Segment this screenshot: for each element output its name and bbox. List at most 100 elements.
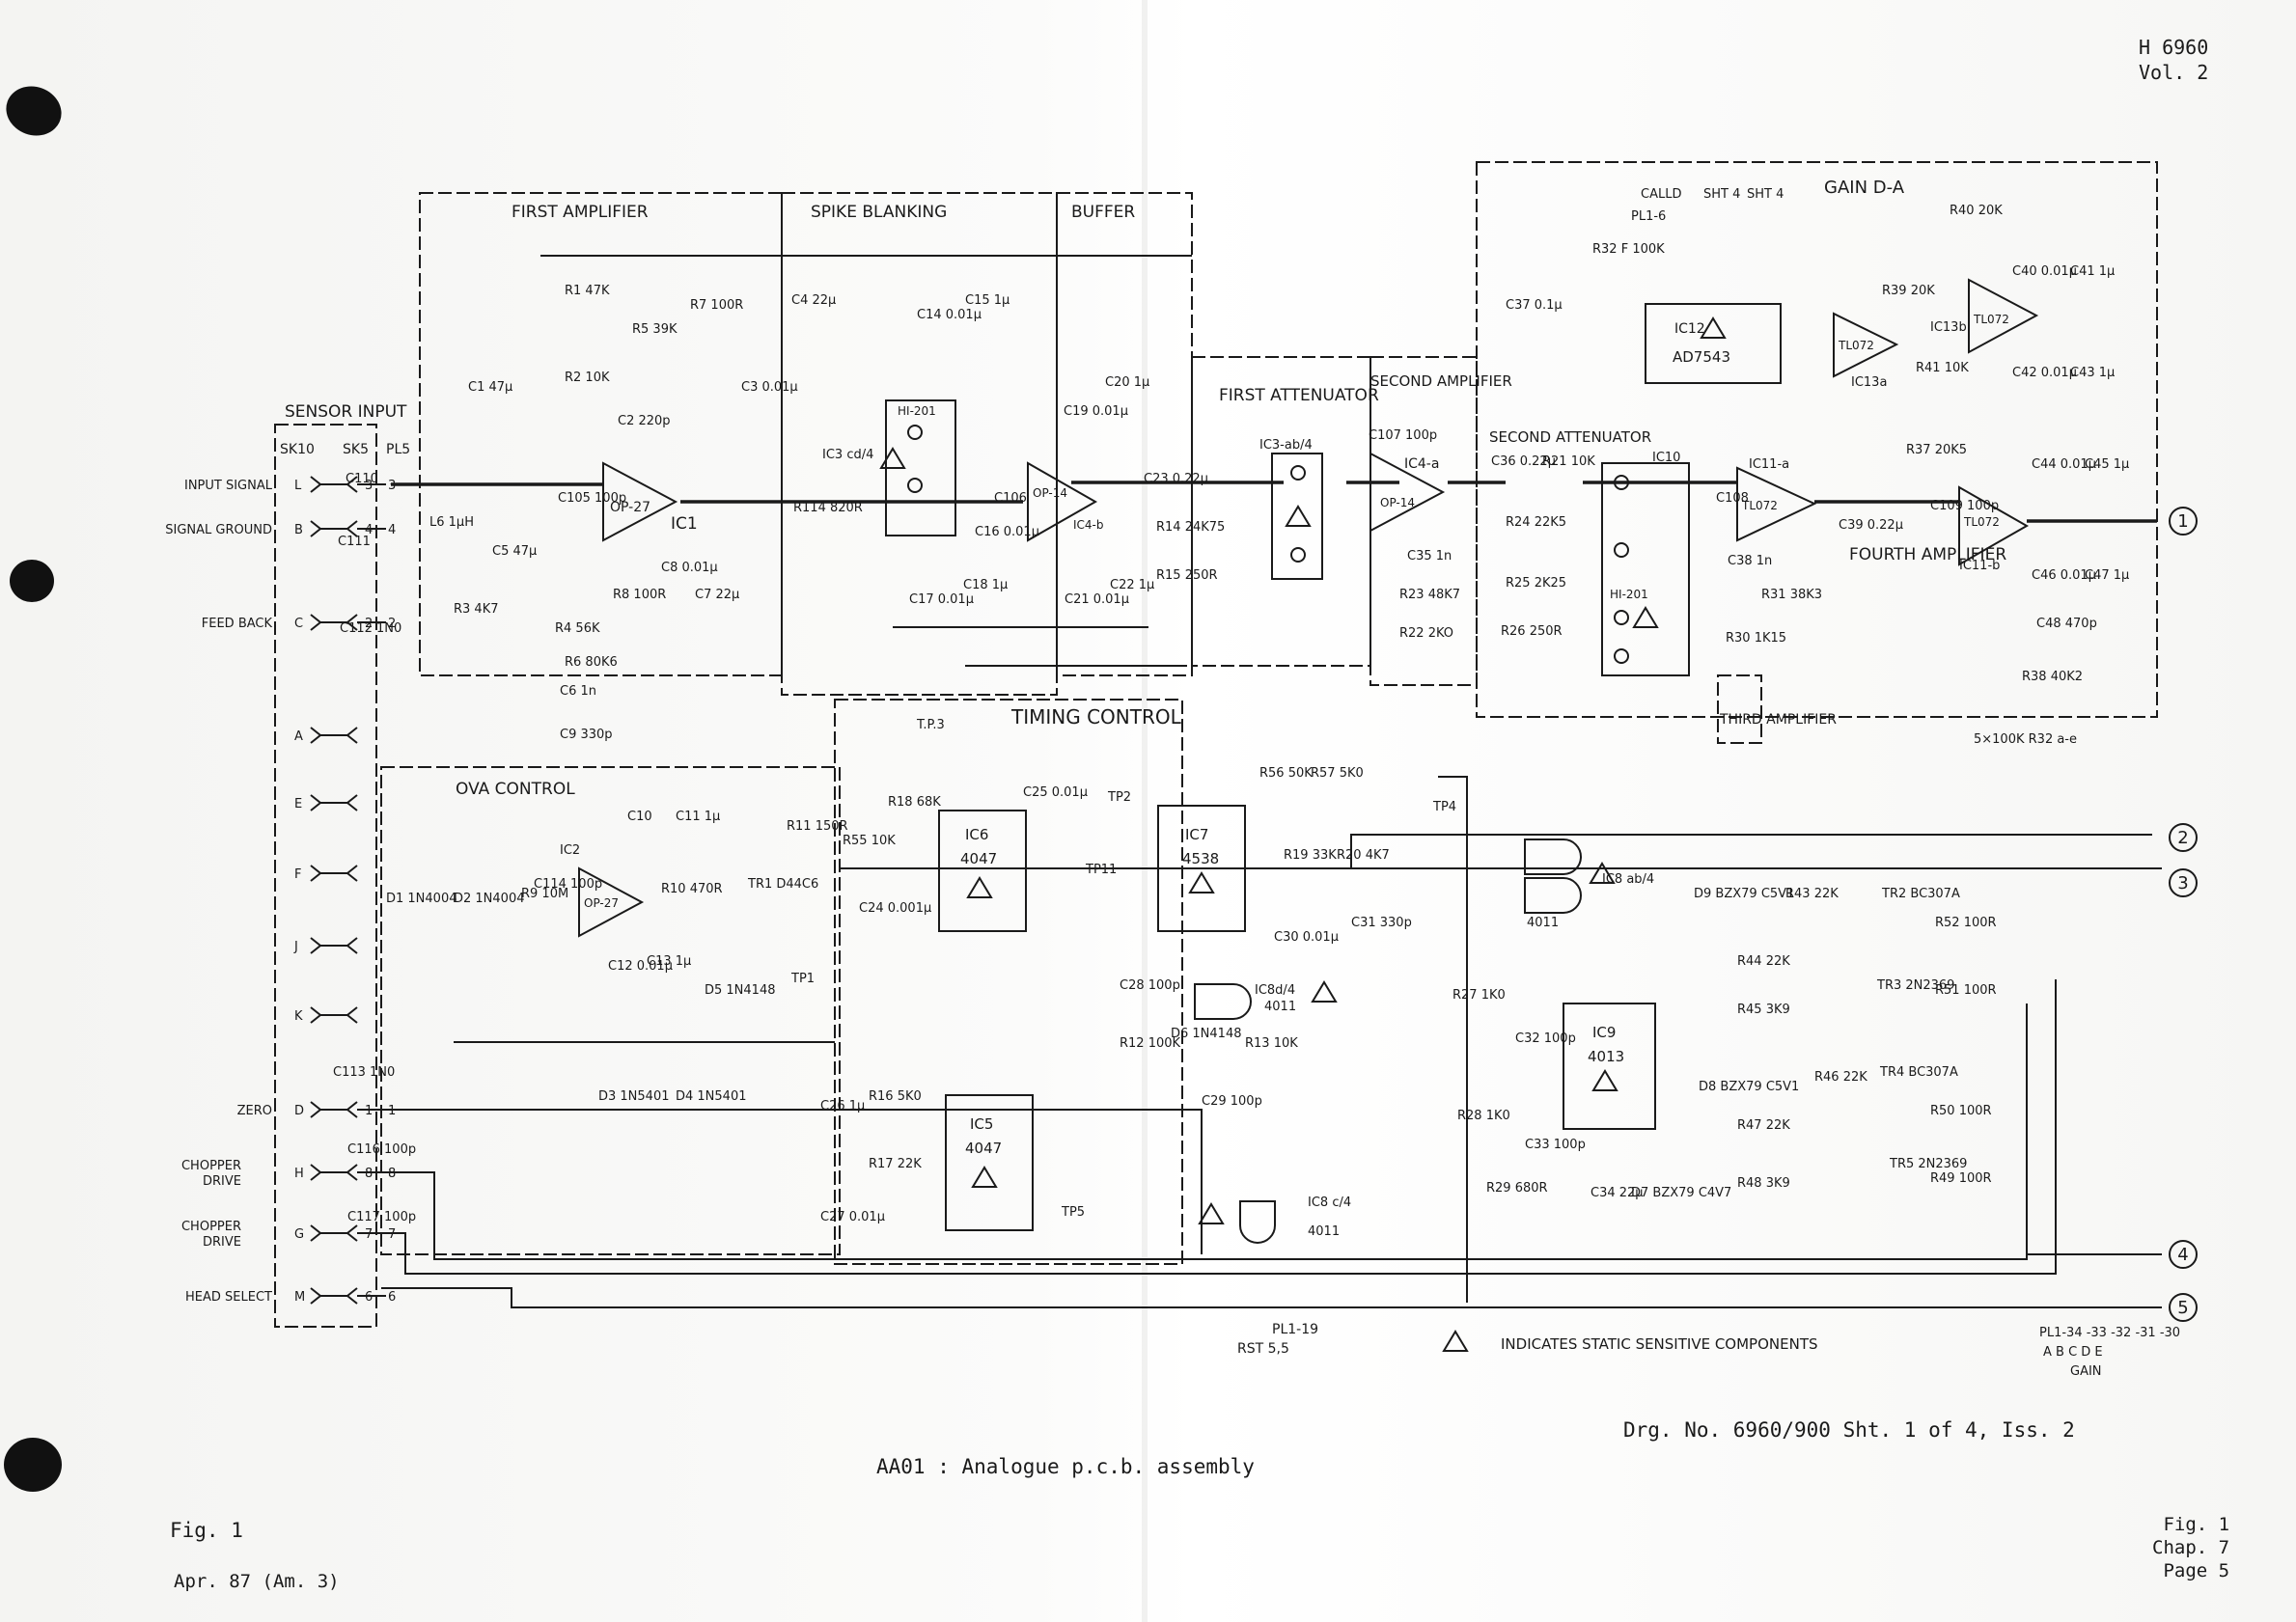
conn-sk10: SK10 xyxy=(280,442,315,457)
ic12-box xyxy=(1645,303,1782,384)
component-d7: D7 BZX79 C4V7 xyxy=(1631,1186,1731,1200)
component-c8: C8 0.01µ xyxy=(661,561,718,575)
component-r7: R7 100R xyxy=(690,298,743,313)
component-c30: C30 0.01µ xyxy=(1274,930,1339,945)
ic3ab-ref: IC3-ab/4 xyxy=(1259,438,1313,453)
ic5-type: 4047 xyxy=(965,1140,1002,1157)
connector-pin xyxy=(310,1006,322,1024)
output-3-label: 3 xyxy=(2177,873,2188,893)
component-r3: R3 4K7 xyxy=(454,602,499,617)
output-5-label: 5 xyxy=(2177,1298,2188,1318)
ic2-type: OP-27 xyxy=(584,896,619,910)
ic-labels: OP-27 IC1 HI-201 IC3 cd/4 IC3-ab/4 OP-14… xyxy=(560,313,2009,1239)
component-c6: C6 1n xyxy=(560,684,596,699)
output-4-label: 4 xyxy=(2177,1245,2188,1265)
signal-label: FEED BACK xyxy=(202,617,273,631)
component-r13: R13 10K xyxy=(1245,1036,1298,1051)
component-c17: C17 0.01µ xyxy=(909,592,974,607)
component-r8: R8 100R xyxy=(613,588,666,602)
component-c37: C37 0.1µ xyxy=(1506,298,1563,313)
static-warning-icon xyxy=(1591,1069,1618,1091)
connector-pin xyxy=(310,1224,322,1242)
component-c15: C15 1µ xyxy=(965,293,1010,308)
component-c11: C11 1µ xyxy=(676,810,720,824)
ic8d-type: 4011 xyxy=(1264,1000,1296,1014)
output-2-label: 2 xyxy=(2177,828,2188,848)
static-warning-icon xyxy=(1285,505,1312,527)
ic13b-type: TL072 xyxy=(1973,313,2009,326)
component-r37: R37 20K5 xyxy=(1906,443,1967,457)
signal-label: SIGNAL GROUND xyxy=(165,523,272,537)
component-c27: C27 0.01µ xyxy=(820,1210,885,1224)
component-r114: R114 820R xyxy=(793,501,863,515)
switch-symbol xyxy=(907,478,923,493)
title-first-attenuator: FIRST ATTENUATOR xyxy=(1219,386,1379,405)
component-r5: R5 39K xyxy=(632,322,678,337)
component-c41: C41 1µ xyxy=(2070,264,2115,279)
component-r31: R31 38K3 xyxy=(1761,588,1822,602)
component-r27: R27 1K0 xyxy=(1452,988,1506,1003)
ic8a-gate xyxy=(1524,838,1582,875)
component-c35: C35 1n xyxy=(1407,549,1452,564)
pin-number: 6 xyxy=(388,1290,396,1305)
component-r15: R15 250R xyxy=(1156,568,1218,583)
component-d9: D9 BZX79 C5V1 xyxy=(1694,887,1794,901)
component-r2: R2 10K xyxy=(565,371,610,385)
static-warning-icon xyxy=(1700,316,1727,339)
ic2-opamp xyxy=(578,866,645,938)
ic8b-gate xyxy=(1524,877,1582,914)
component-c31: C31 330p xyxy=(1351,916,1412,930)
ic3ab-box xyxy=(1271,453,1323,580)
ref-rst: RST 5,5 xyxy=(1237,1341,1289,1357)
fig-left: Fig. 1 xyxy=(170,1519,243,1542)
output-4 xyxy=(2169,1240,2198,1269)
component-d8: D8 BZX79 C5V1 xyxy=(1699,1080,1799,1094)
component-r45: R45 3K9 xyxy=(1737,1003,1790,1017)
component-c108: C108 xyxy=(1716,491,1749,506)
component-d3: D3 1N5401 xyxy=(598,1089,670,1104)
rails xyxy=(454,255,1468,1303)
static-warning-icon xyxy=(879,447,906,469)
component-c47: C47 1µ xyxy=(2085,568,2129,583)
ref-gain-bus: PL1-34 -33 -32 -31 -30 xyxy=(2039,1326,2180,1340)
component-r56: R56 50K xyxy=(1259,766,1313,781)
component-r44: R44 22K xyxy=(1737,954,1790,969)
ic8d-ref: IC8d/4 xyxy=(1255,983,1295,998)
conn-pl5: PL5 xyxy=(386,442,410,457)
component-c116: C116 100p xyxy=(347,1142,416,1157)
pin-letter: K xyxy=(294,1009,303,1024)
reference-labels: CALLD SHT 4 SHT 4 PL1-6 PL1-19 RST 5,5 P… xyxy=(790,187,2180,1379)
ic1-ref: IC1 xyxy=(671,514,698,534)
doc-code: H 6960 xyxy=(2139,36,2209,59)
ic4a-ref: IC4-a xyxy=(1404,456,1439,472)
switch-symbol xyxy=(1614,610,1629,625)
issue-date: Apr. 87 (Am. 3) xyxy=(174,1571,340,1592)
component-c105: C105 100p xyxy=(558,491,626,506)
component-r9: R9 10M xyxy=(521,887,568,901)
pin-number: 8 xyxy=(388,1167,396,1181)
ic9-type: 4013 xyxy=(1588,1048,1624,1065)
connector-pin xyxy=(310,1164,322,1181)
ic7-type: 4538 xyxy=(1182,850,1219,867)
component-c10: C10 xyxy=(627,810,652,824)
component-r10: R10 470R xyxy=(661,882,723,896)
component-tr4: TR4 BC307A xyxy=(1879,1065,1958,1080)
connector-pin xyxy=(346,1164,358,1181)
pin-letter: G xyxy=(294,1227,304,1242)
component-c21: C21 0.01µ xyxy=(1065,592,1129,607)
signal-label: HEAD SELECT xyxy=(185,1290,272,1305)
tp4: TP4 xyxy=(1432,800,1456,814)
title-gain-da: GAIN D-A xyxy=(1824,178,1905,198)
component-r17: R17 22K xyxy=(869,1157,922,1171)
ref-gain-letters: A B C D E xyxy=(2043,1345,2103,1360)
component-c4: C4 22µ xyxy=(791,293,836,308)
component-tr5: TR5 2N2369 xyxy=(1889,1157,1967,1171)
component-c113: C113 1N0 xyxy=(333,1065,395,1080)
component-r18: R18 68K xyxy=(888,795,941,810)
static-warning-icon xyxy=(1632,606,1659,628)
pin-number: 3 xyxy=(365,479,373,493)
ic6-ref: IC6 xyxy=(965,826,988,843)
component-r22: R22 2KO xyxy=(1399,626,1453,641)
